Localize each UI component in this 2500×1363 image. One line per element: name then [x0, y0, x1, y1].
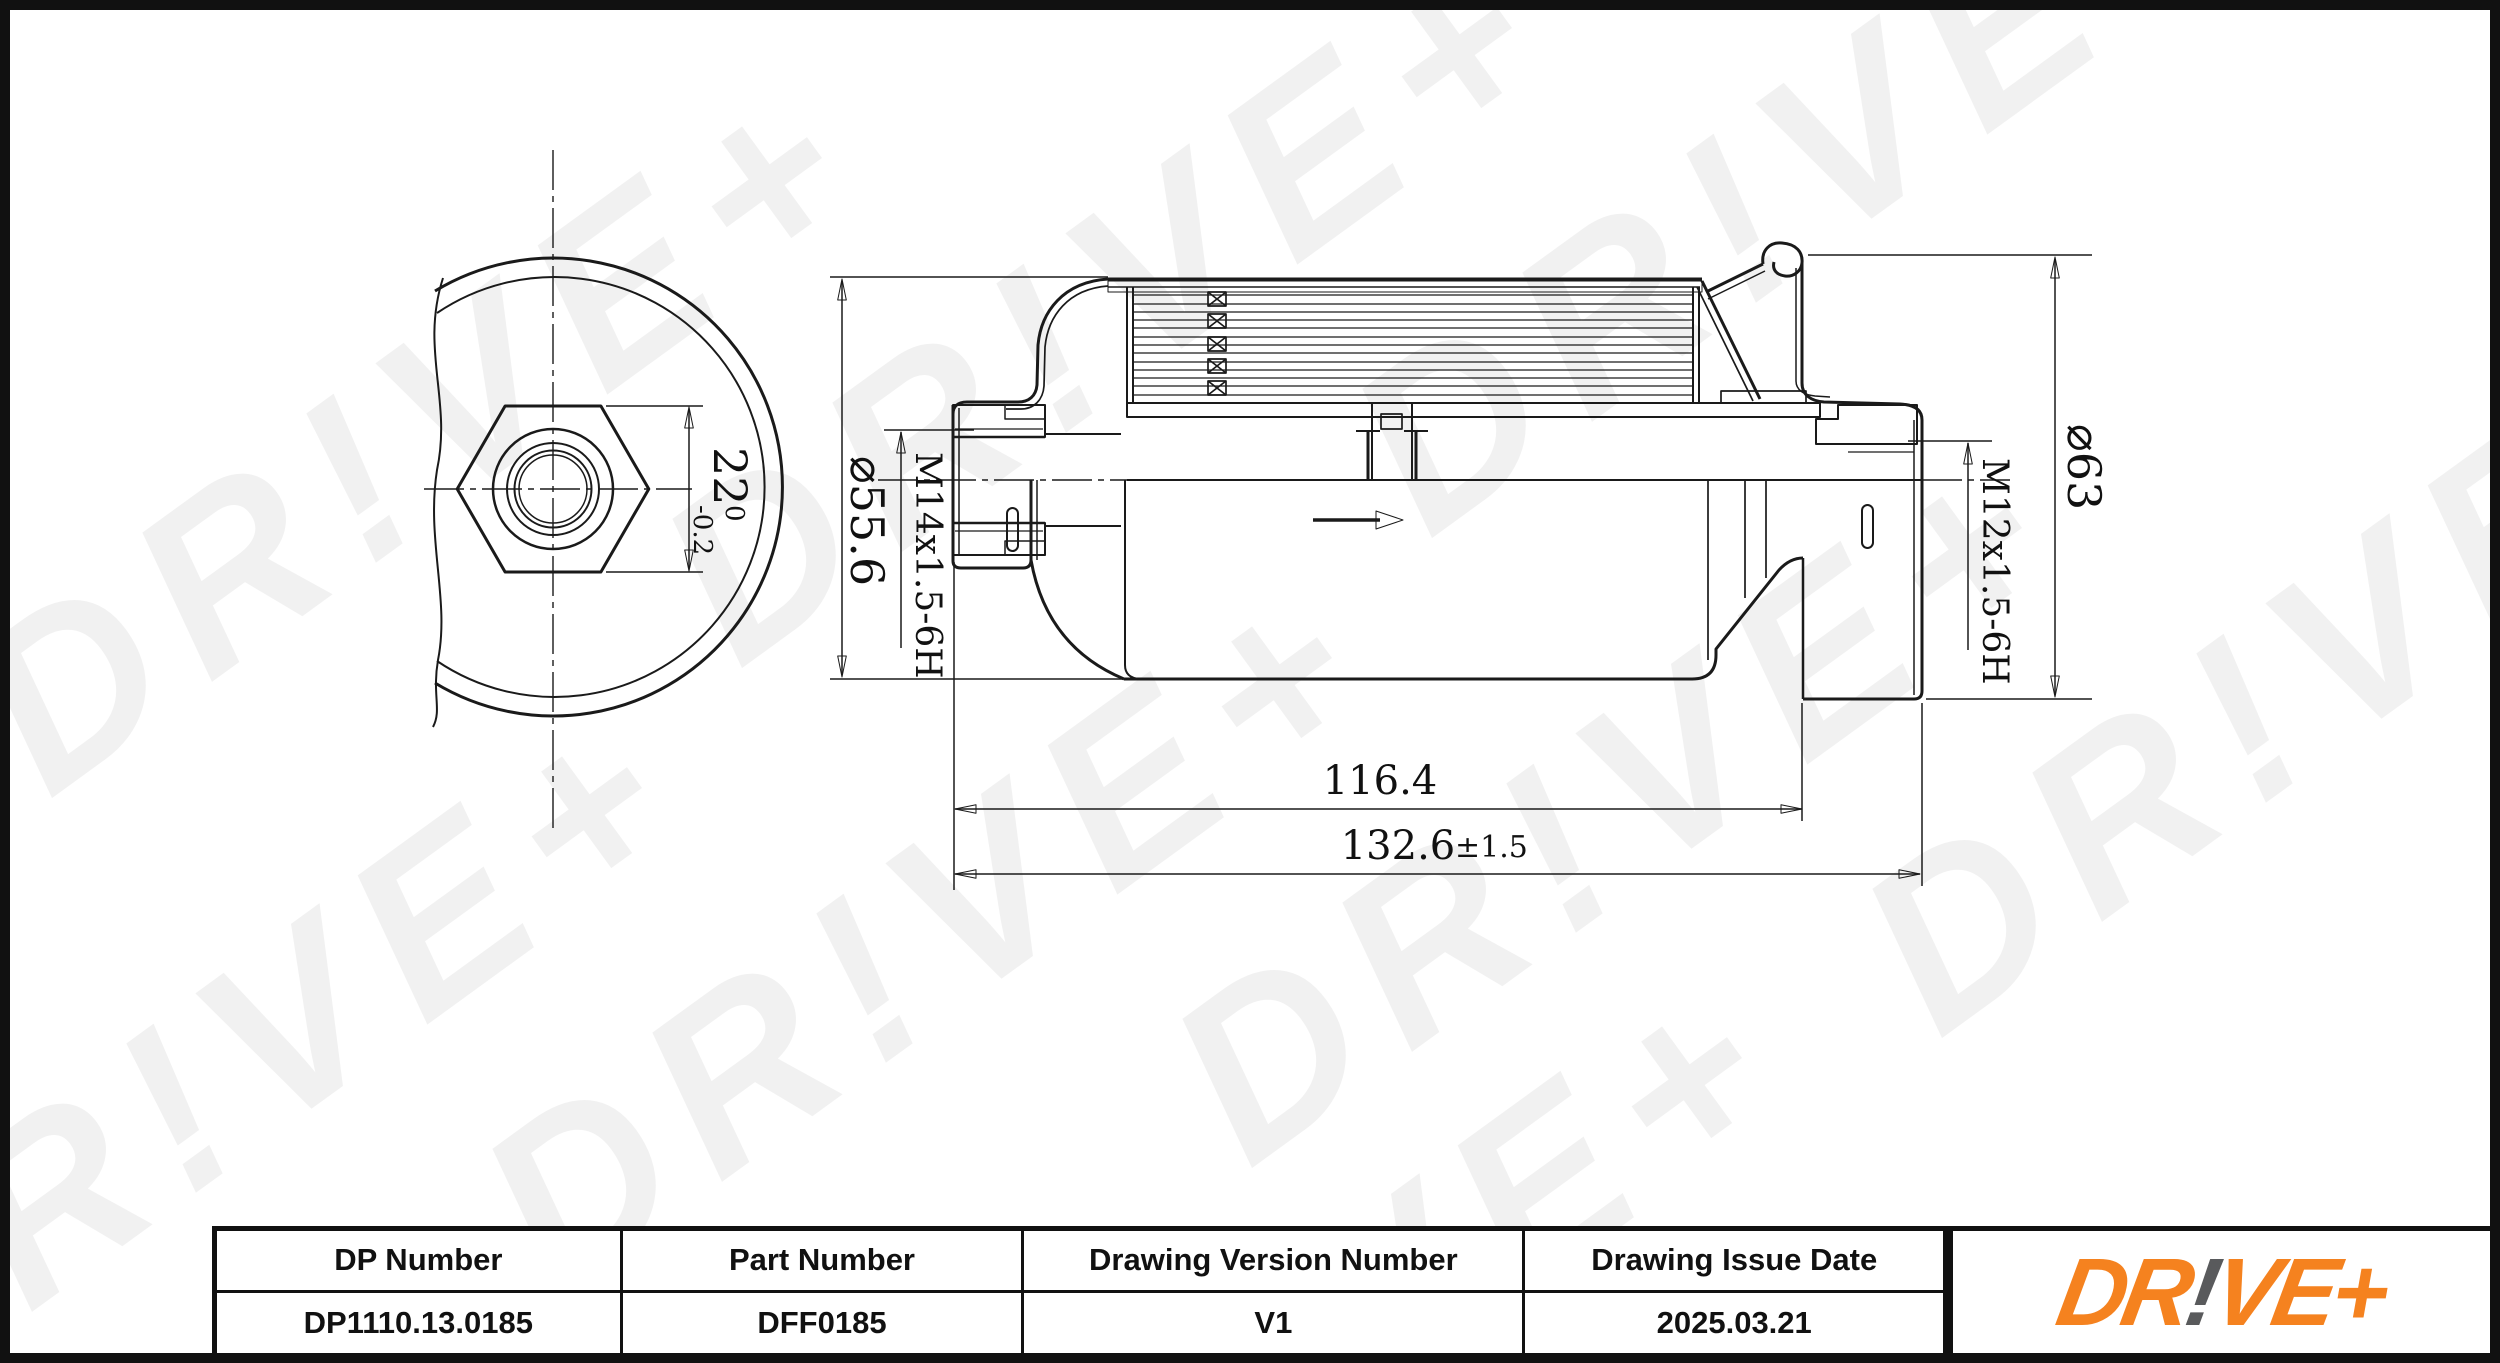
title-block-value-part-number: DFF0185	[623, 1292, 1025, 1354]
dim-hex-value: 22	[703, 447, 757, 506]
front-view: 22 0 -0.2	[424, 150, 784, 828]
logo-text-dr: DR	[2049, 1238, 2198, 1346]
shoulder-outer	[951, 277, 1109, 415]
seal-band	[1126, 402, 1821, 418]
title-block-header-version: Drawing Version Number	[1024, 1231, 1526, 1293]
outlet-hatch	[1815, 404, 1918, 445]
dim-total-length-value: 132.6	[1341, 823, 1456, 869]
brand-logo: DR!VE+	[2050, 1239, 2394, 1346]
dimension-outlet-thread: M12x1.5-6H	[1908, 440, 2015, 685]
center-tube-perforations	[1207, 291, 1227, 396]
outlet-fitting	[1696, 241, 1924, 480]
logo-text-ve-plus: VE+	[2205, 1238, 2394, 1346]
lower-shell	[951, 420, 1924, 701]
dimension-inlet-thread: M14x1.5-6H	[884, 429, 974, 679]
flow-arrow	[1313, 510, 1404, 530]
dimension-flange-diameter: ⌀63	[1808, 254, 2111, 700]
dim-outlet-thread-label: M12x1.5-6H	[1974, 458, 2015, 685]
filter-element	[1126, 287, 1821, 418]
dimension-total-length: 132.6 ±1.5	[954, 703, 1923, 886]
drain-slot-left	[1006, 507, 1019, 552]
dimension-hex-size: 22 0 -0.2	[606, 405, 757, 573]
flange-inner-arc	[436, 276, 766, 698]
dim-hex-tol-upper: 0	[719, 505, 749, 522]
title-block-value-issue-date: 2025.03.21	[1656, 1305, 1812, 1341]
break-line	[432, 277, 444, 728]
can-top-seam-ticks	[1107, 280, 1703, 293]
dim-flange-diameter-label: ⌀63	[2057, 424, 2111, 510]
dim-total-length-tolerance: ±1.5	[1455, 830, 1528, 865]
inlet-hatch-top	[952, 404, 1046, 438]
dimension-element-length: 116.4	[953, 562, 1803, 890]
title-block: DP Number Part Number Drawing Version Nu…	[212, 1226, 1948, 1359]
standpipe-post	[1356, 402, 1428, 481]
logo-box: DR!VE+	[1948, 1226, 2490, 1359]
side-section-view	[878, 241, 2010, 701]
title-block-header-part-number: Part Number	[622, 1231, 1025, 1293]
dim-hex-tol-lower: -0.2	[687, 505, 717, 555]
cup-left-curve	[1029, 559, 1125, 681]
dim-inlet-thread-label: M14x1.5-6H	[907, 452, 948, 679]
title-block-value-version: V1	[1024, 1292, 1526, 1354]
drain-slot-right	[1861, 504, 1874, 549]
title-block-header-dp-number: DP Number	[217, 1231, 623, 1293]
dimension-body-diameter: ⌀55.6	[830, 276, 1125, 680]
flange-outer-arc	[434, 256, 784, 718]
shoulder-inner	[1006, 285, 1109, 410]
dim-element-length-label: 116.4	[1323, 758, 1438, 804]
dimensions: ⌀55.6 M14x1.5-6H M12x1.5-6H	[830, 254, 2111, 890]
title-block-header-issue-date: Drawing Issue Date	[1525, 1231, 1943, 1293]
title-block-value-dp-number: DP1110.13.0185	[217, 1292, 623, 1354]
dim-body-diameter-label: ⌀55.6	[840, 456, 894, 586]
seal-pad	[1720, 390, 1807, 404]
